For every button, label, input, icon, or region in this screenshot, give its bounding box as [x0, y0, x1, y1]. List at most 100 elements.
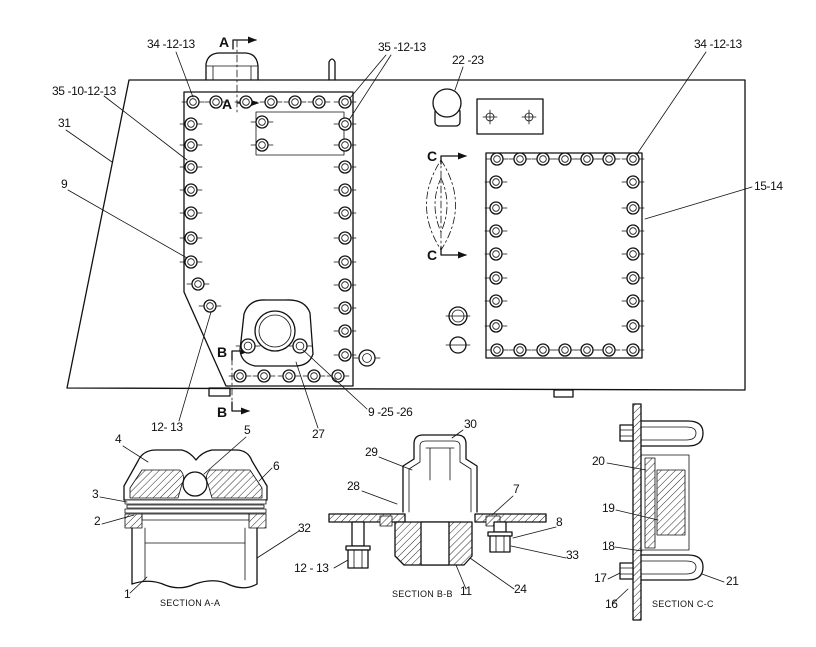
section-marker-c-lower: C: [427, 247, 437, 263]
callout-label: 21: [726, 574, 739, 588]
section-marker-c-upper: C: [427, 148, 437, 164]
bolt: [333, 160, 357, 174]
mounting-tab: [208, 387, 231, 397]
bolt: [179, 160, 203, 174]
section-a-view: 4 5 6 3 2 32 1 SECTION A-A: [92, 423, 312, 608]
bolt-layer: [179, 95, 645, 383]
leader-lines: [333, 429, 567, 590]
callout-label: 35 -12-13: [378, 40, 426, 54]
window-glass: [656, 469, 686, 536]
bolt: [333, 278, 357, 292]
bolt: [333, 231, 357, 245]
ring-left: [124, 513, 143, 529]
bolt: [198, 299, 222, 313]
port-flange: [239, 299, 314, 367]
callout-label: 29: [365, 445, 378, 459]
cover-inner: [408, 440, 472, 513]
bolt: [621, 343, 645, 357]
cap-wall-right: [206, 469, 263, 499]
bolt: [484, 319, 508, 333]
callout-label: 7: [513, 482, 520, 496]
cap-wall-left: [129, 469, 184, 499]
cover-detail: [425, 447, 455, 481]
callout-label: 18: [602, 539, 615, 553]
tank-wall: [632, 403, 642, 621]
callout-label: 35 -10-12-13: [52, 84, 117, 98]
cover-outer: [402, 434, 478, 513]
check-ball: [182, 471, 208, 497]
bolt: [204, 95, 228, 109]
leader-lines: [99, 436, 300, 594]
callout-label: 5: [244, 423, 251, 437]
access-cover-plate: [183, 91, 354, 387]
bolt: [621, 319, 645, 333]
bolt: [333, 301, 357, 315]
bolt: [179, 183, 203, 197]
bolt: [621, 247, 645, 261]
callout-label: 9: [61, 177, 68, 191]
section-b-view: 30 29 28 7 8 12 - 13 33 24 11 SECTION B-…: [294, 417, 580, 599]
bolt: [179, 138, 203, 152]
filler-neck: [205, 52, 259, 81]
callout-label: 28: [347, 479, 360, 493]
bolt: [235, 338, 261, 354]
bolt: [484, 201, 508, 215]
callout-label: 19: [602, 501, 615, 515]
ring-band: [141, 513, 250, 521]
bolt-nut-left: [345, 521, 371, 569]
bolt: [228, 369, 252, 383]
bolt: [333, 138, 357, 152]
leader-lines: [606, 462, 725, 604]
gasket-stack: [124, 499, 267, 514]
bolt: [333, 117, 357, 131]
bolt: [621, 175, 645, 189]
bolt: [252, 369, 276, 383]
callout-label: 22 -23: [452, 53, 484, 67]
breather-cap: [432, 88, 462, 127]
gasket-right: [485, 515, 501, 527]
bolt: [353, 349, 381, 367]
bolt: [621, 294, 645, 308]
bolt: [287, 338, 313, 354]
bolt: [333, 206, 357, 220]
callout-label: 3: [92, 487, 99, 501]
bolt: [484, 271, 508, 285]
section-marker-a-lower: A: [222, 96, 232, 112]
drain-ports: [445, 306, 471, 354]
bolt-nut-right: [487, 521, 513, 553]
clamp-bottom: [619, 554, 704, 581]
callout-label: 9 -25 -26: [368, 405, 413, 419]
callout-label: 1: [124, 587, 131, 601]
bolt: [531, 152, 555, 166]
bolt: [186, 277, 210, 291]
bolt: [484, 175, 508, 189]
mounting-tab: [553, 389, 574, 398]
bolt: [484, 294, 508, 308]
section-marker-b-lower: B: [217, 404, 227, 420]
callout-label: 17: [594, 571, 607, 585]
bolt: [333, 183, 357, 197]
callout-label: 12- 13: [151, 420, 183, 434]
bolt: [621, 271, 645, 285]
section-title: SECTION A-A: [160, 598, 220, 608]
bolt: [621, 224, 645, 238]
bolt: [181, 95, 205, 109]
clamp-top: [619, 420, 704, 447]
callout-label: 31: [58, 116, 71, 130]
bolt: [333, 324, 357, 338]
bolt: [179, 255, 203, 269]
section-marker-b-upper: B: [217, 344, 227, 360]
bolt: [179, 206, 203, 220]
bolt: [508, 152, 532, 166]
bolt: [575, 343, 599, 357]
bolt: [333, 95, 357, 109]
callout-label: 34 -12-13: [694, 37, 742, 51]
section-title: SECTION C-C: [652, 599, 714, 609]
bolt: [179, 117, 203, 131]
callout-label: 8: [556, 515, 563, 529]
callout-label: 32: [298, 521, 311, 535]
section-title: SECTION B-B: [392, 589, 453, 599]
callout-label: 4: [115, 432, 122, 446]
bolt: [621, 201, 645, 215]
